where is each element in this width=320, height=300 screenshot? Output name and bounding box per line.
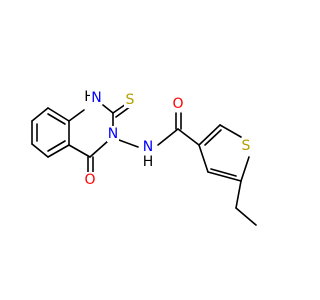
bond-c4t-c3 [198, 144, 209, 173]
atom-label-s-thiophene: S [242, 138, 251, 154]
atom-label-n1: N [91, 90, 101, 106]
atom-s-thiophene: S [240, 138, 252, 154]
atom-n1: N [90, 90, 102, 106]
atom-label-n-amide: N [143, 139, 153, 155]
bond-nh-camide [157, 128, 179, 146]
atom-s-thione: S [124, 92, 136, 108]
molecule-canvas: H N S N O N H [31, 89, 257, 226]
atom-h-n1: H [84, 89, 95, 105]
bond-s-c5t [240, 156, 250, 182]
bond-n3-c4 [89, 140, 109, 158]
atom-label-s-thione: S [126, 92, 135, 108]
atom-label-n3: N [108, 126, 118, 142]
bond-c5t-c4t [207, 171, 242, 182]
atom-label-o-ring: O [84, 172, 95, 188]
atom-o-amide: O [172, 96, 184, 112]
bond-camide-c3 [177, 128, 200, 146]
atom-h-amide: H [142, 154, 154, 170]
atom-n-amide: N [142, 139, 154, 155]
bond-benzene-6 [47, 107, 70, 122]
bond-c3-c2t [198, 124, 221, 146]
bond-benzene-3 [31, 143, 49, 158]
bond-c2t-s [219, 124, 242, 138]
bond-c5t-ch2 [235, 180, 242, 209]
atom-o-ring: O [84, 172, 96, 188]
molecule-structure-svg: H N S N O N H [31, 89, 257, 226]
atom-label-o-amide: O [172, 96, 183, 112]
bond-benzene-6-inner [47, 113, 66, 125]
bond-benzene-4-inner [47, 140, 66, 152]
atom-label-h-amide: H [143, 154, 154, 170]
bond-c4-c4a [68, 144, 91, 158]
bond-benzene-1 [31, 107, 49, 122]
bond-c5t-c4t-inner [210, 168, 237, 177]
bond-ch2-ch3 [235, 207, 257, 226]
bond-n3-nh [118, 139, 139, 148]
atom-labels-group: H N S N O N H [84, 89, 252, 188]
bond-n1-c2 [102, 104, 114, 114]
bonds-group [31, 101, 257, 226]
bond-c3-c2t-inner [204, 129, 222, 146]
atom-label-h-n1: H [84, 89, 95, 105]
bond-c8a-n1 [68, 109, 85, 122]
bond-benzene-4 [47, 144, 70, 158]
atom-n3: N [107, 126, 119, 142]
